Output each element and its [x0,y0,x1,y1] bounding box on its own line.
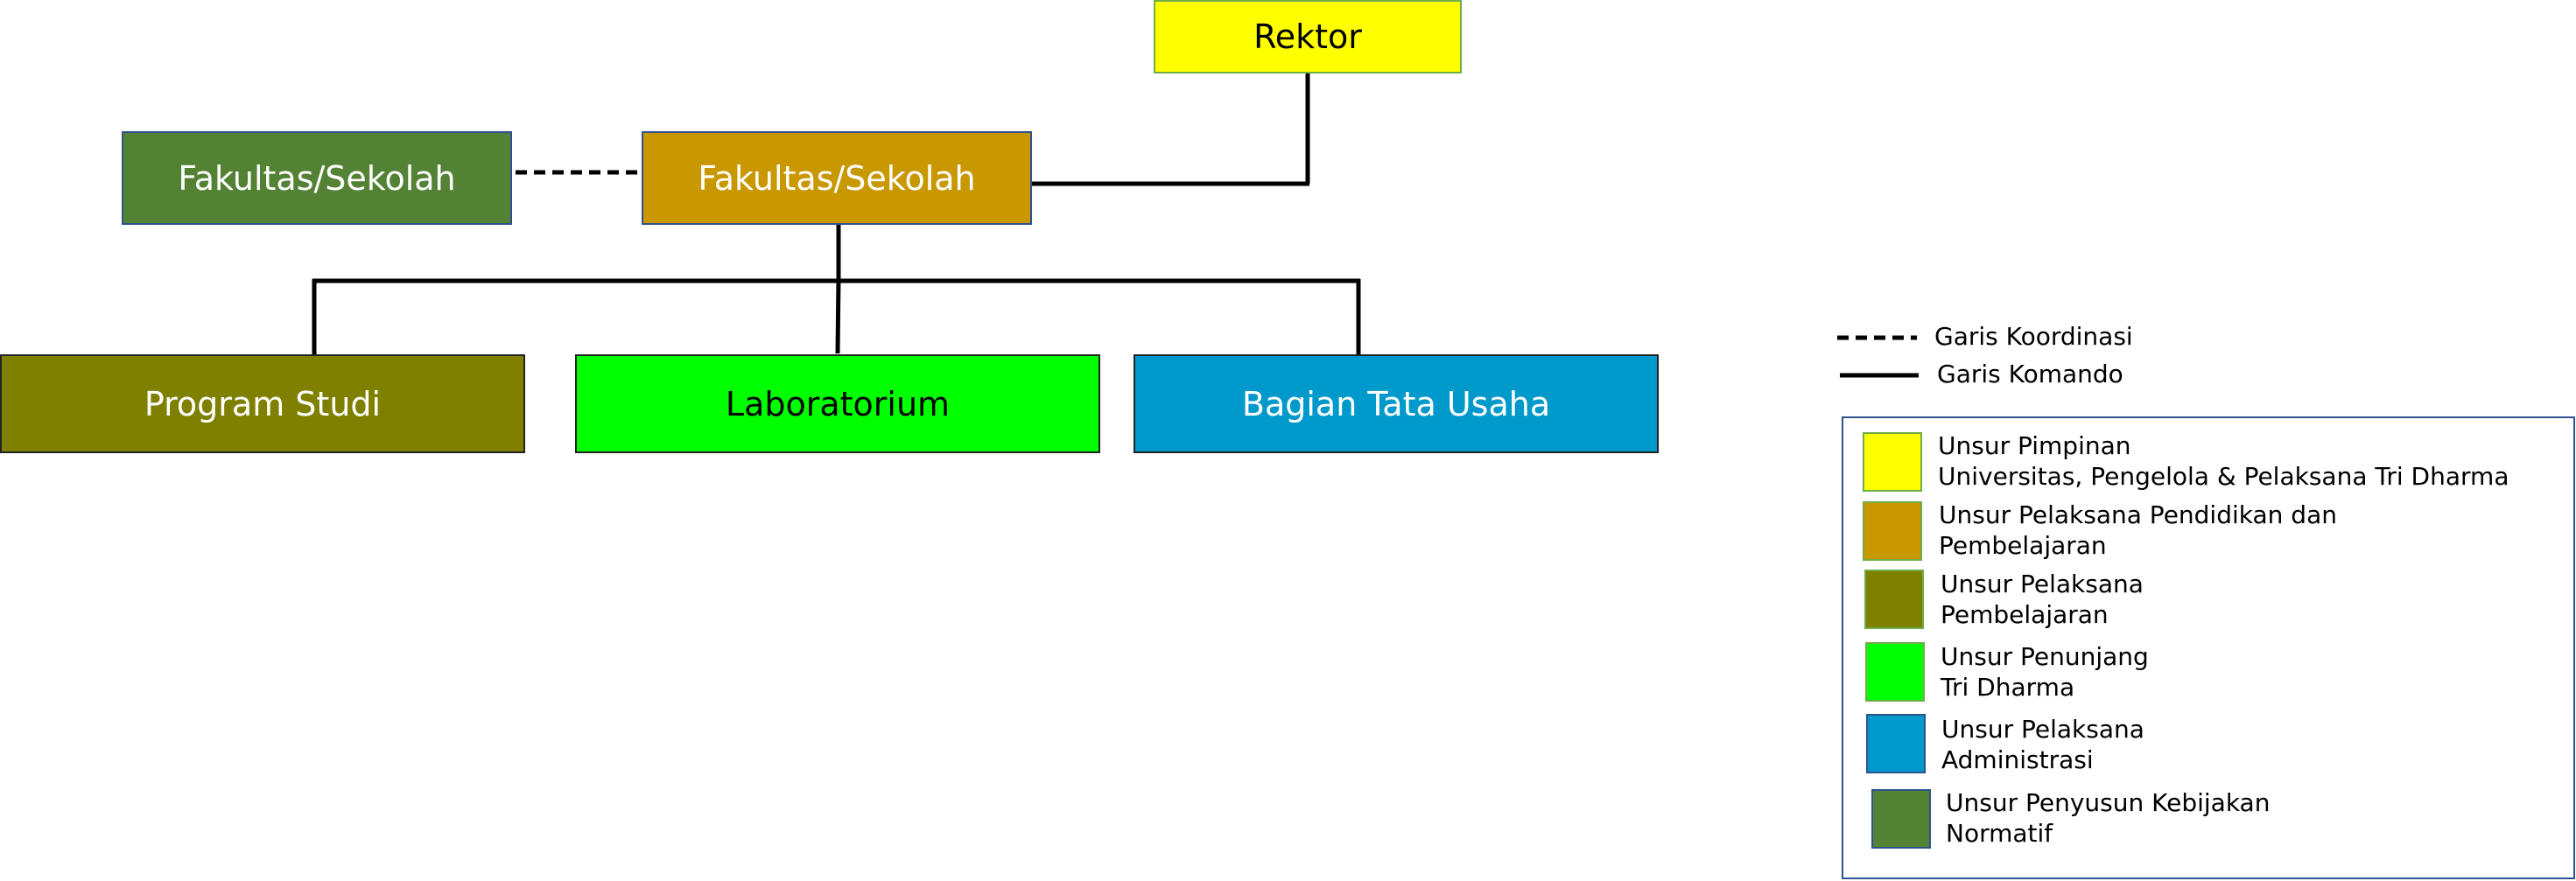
legend-text-line: Pembelajaran [1941,600,2109,629]
legend-coordination-label: Garis Koordinasi [1934,322,2133,351]
fakultas-label: Fakultas/Sekolah [698,158,976,198]
program-studi-box: Program Studi [0,354,525,453]
legend-text-penyusun-kebijakan: Unsur Penyusun Kebijakan Normatif [1946,787,2270,849]
legend-text-line: Tri Dharma [1941,673,2075,702]
legend-text-administrasi: Unsur Pelaksana Administrasi [1941,714,2144,775]
color-legend-panel: Unsur Pimpinan Universitas, Pengelola & … [1842,416,2575,879]
legend-text-line: Unsur Pimpinan [1938,431,2131,460]
legend-text-line: Unsur Penyusun Kebijakan [1946,788,2271,817]
fakultas-koordinasi-label: Fakultas/Sekolah [178,158,456,198]
legend-text-penunjang: Unsur Penunjang Tri Dharma [1941,641,2149,703]
bagian-tata-usaha-label: Bagian Tata Usaha [1241,384,1551,423]
legend-text-pelaksana-pendidikan: Unsur Pelaksana Pendidikan dan Pembelaja… [1939,500,2337,561]
program-studi-label: Program Studi [144,384,382,423]
legend-text-line: Normatif [1946,819,2053,848]
fakultas-koordinasi-box: Fakultas/Sekolah [122,131,512,225]
legend-swatch-penyusun-kebijakan [1871,789,1931,849]
legend-swatch-pelaksana-pembelajaran [1864,570,1924,629]
legend-text-line: Unsur Penunjang [1941,642,2149,671]
legend-text-line: Administrasi [1941,745,2094,774]
rektor-box: Rektor [1154,0,1462,73]
bagian-tata-usaha-box: Bagian Tata Usaha [1134,354,1659,453]
legend-swatch-administrasi [1866,714,1926,773]
legend-text-line: Universitas, Pengelola & Pelaksana Tri D… [1938,462,2509,491]
command-line-laboratorium [835,278,841,354]
legend-text-line: Pembelajaran [1939,531,2107,560]
legend-swatch-penunjang [1865,642,1925,702]
legend-text-line: Unsur Pelaksana [1941,570,2144,598]
fakultas-box: Fakultas/Sekolah [642,131,1032,225]
legend-swatch-pimpinan [1863,432,1922,492]
legend-text-pelaksana-pembelajaran: Unsur Pelaksana Pembelajaran [1941,569,2144,630]
laboratorium-label: Laboratorium [725,384,951,423]
legend-text-line: Unsur Pelaksana Pendidikan dan [1939,500,2337,529]
legend-command-label: Garis Komando [1937,360,2123,388]
legend-text-line: Unsur Pelaksana [1941,715,2144,744]
legend-swatch-pelaksana-pendidikan [1863,501,1922,561]
laboratorium-box: Laboratorium [575,354,1100,453]
rektor-label: Rektor [1253,17,1362,56]
legend-text-pimpinan: Unsur Pimpinan Universitas, Pengelola & … [1938,430,2509,492]
